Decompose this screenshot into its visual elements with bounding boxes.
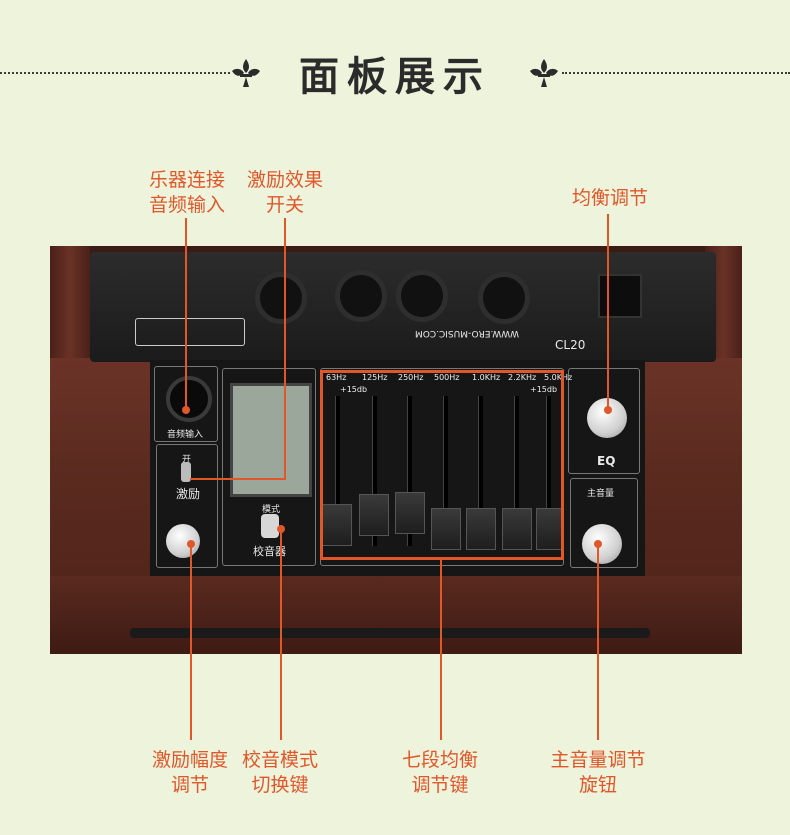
eq-slider-track-1 — [335, 396, 340, 546]
eq-slider-knob-5 — [466, 508, 496, 550]
freq-label-63hz: 63Hz — [326, 373, 347, 382]
callout-exciter-level-line1: 激励幅度 — [151, 749, 228, 771]
jack-1 — [255, 272, 307, 324]
callout-tuner-mode: 校音模式 切换键 — [232, 748, 328, 798]
callout-input-line1: 乐器连接 — [148, 169, 225, 191]
callout-exciter-level: 激励幅度 调节 — [142, 748, 238, 798]
callout-master-volume-line2: 旋钮 — [578, 774, 617, 796]
eq-slider-track-2 — [372, 396, 377, 546]
freq-label-2-2khz: 2.2KHz — [508, 373, 537, 382]
callout-master-volume: 主音量调节 旋钮 — [538, 748, 658, 798]
fleur-de-lis-right-icon — [530, 59, 558, 87]
leader-exciter-level — [190, 545, 192, 740]
leader-master-volume-dot — [594, 540, 602, 548]
jack-2 — [335, 270, 387, 322]
callout-exciter-switch: 激励效果 开关 — [240, 168, 330, 218]
leader-tuner-mode — [280, 530, 282, 740]
jack-4 — [478, 272, 530, 324]
leader-eq — [607, 214, 609, 410]
header-left-dotted-line — [0, 72, 230, 74]
leader-seven-band-eq — [440, 557, 442, 740]
page-title: 面板展示 — [299, 54, 491, 100]
eq-knob-frame — [568, 368, 640, 474]
wood-cabinet-bottom — [50, 576, 742, 654]
callout-exciter-switch-line1: 激励效果 — [246, 169, 323, 191]
mode-label: 模式 — [262, 505, 281, 515]
eq-slider-knob-6 — [502, 508, 532, 550]
eq-slider-knob-1 — [322, 504, 352, 546]
leader-master-volume — [597, 545, 599, 740]
callout-eq: 均衡调节 — [560, 186, 660, 211]
gain-top-right-label: +15db — [530, 385, 558, 394]
freq-label-1khz: 1.0KHz — [472, 373, 501, 382]
input-jack — [166, 376, 212, 422]
fleur-de-lis-left-icon — [232, 59, 260, 87]
power-switch — [598, 274, 642, 318]
tuner-section-frame — [222, 368, 316, 566]
master-volume-knob — [582, 524, 622, 564]
switch-on-label: 开 — [182, 455, 192, 465]
callout-seven-band-eq-line1: 七段均衡 — [401, 749, 478, 771]
callout-input-line2: 音频输入 — [148, 194, 225, 216]
callout-seven-band-eq-line2: 调节键 — [411, 774, 469, 796]
product-panel-photo: CL20 WWW.ERO-MUSIC.COM 音频输入 开 激励 模式 校音器 … — [50, 246, 742, 654]
eq-label: EQ — [597, 454, 616, 468]
eq-slider-track-4 — [443, 396, 448, 546]
master-section-frame — [570, 478, 638, 568]
freq-label-5khz: 5.0KHz — [544, 373, 573, 382]
jack-3 — [396, 270, 448, 322]
callout-exciter-level-line2: 调节 — [170, 774, 209, 796]
callout-tuner-mode-line1: 校音模式 — [241, 749, 318, 771]
freq-label-125hz: 125Hz — [362, 373, 388, 382]
freq-label-500hz: 500Hz — [434, 373, 460, 382]
callout-exciter-switch-line2: 开关 — [265, 194, 304, 216]
leader-exciter-switch — [284, 218, 286, 480]
gain-top-left-label: +15db — [340, 385, 368, 394]
eq-slider-track-6 — [514, 396, 519, 546]
eq-slider-track-5 — [478, 396, 483, 546]
leader-eq-dot — [604, 406, 612, 414]
tuner-label: 校音器 — [253, 545, 286, 558]
eq-slider-knob-2 — [359, 494, 389, 536]
eq-slider-knob-4 — [431, 508, 461, 550]
exciter-toggle-switch — [181, 462, 191, 482]
model-text: CL20 — [555, 338, 586, 352]
leader-tuner-mode-dot — [277, 525, 285, 533]
exciter-label: 激励 — [176, 487, 201, 501]
header-right-dotted-line — [562, 72, 790, 74]
tuner-mode-button — [261, 514, 279, 538]
model-label-box — [135, 318, 245, 346]
leader-input-dot — [182, 406, 190, 414]
input-label: 音频输入 — [167, 430, 204, 440]
exciter-knob — [166, 524, 200, 558]
eq-slider-track-3 — [407, 396, 412, 546]
website-text: WWW.ERO-MUSIC.COM — [415, 328, 520, 338]
leader-exciter-level-dot — [187, 540, 195, 548]
eq-slider-track-7 — [546, 396, 551, 546]
callout-eq-line1: 均衡调节 — [571, 187, 648, 209]
leader-input — [185, 218, 187, 410]
freq-label-250hz: 250Hz — [398, 373, 424, 382]
master-label: 主音量 — [587, 489, 615, 499]
handle-bar — [130, 628, 650, 638]
callout-master-volume-line1: 主音量调节 — [550, 749, 646, 771]
callout-input: 乐器连接 音频输入 — [142, 168, 232, 218]
exciter-section-frame — [156, 444, 218, 568]
eq-highlight-box — [320, 370, 564, 560]
callout-tuner-mode-line2: 切换键 — [251, 774, 309, 796]
callout-seven-band-eq: 七段均衡 调节键 — [392, 748, 488, 798]
eq-slider-knob-3 — [395, 492, 425, 534]
leader-exciter-switch-h — [190, 478, 286, 480]
